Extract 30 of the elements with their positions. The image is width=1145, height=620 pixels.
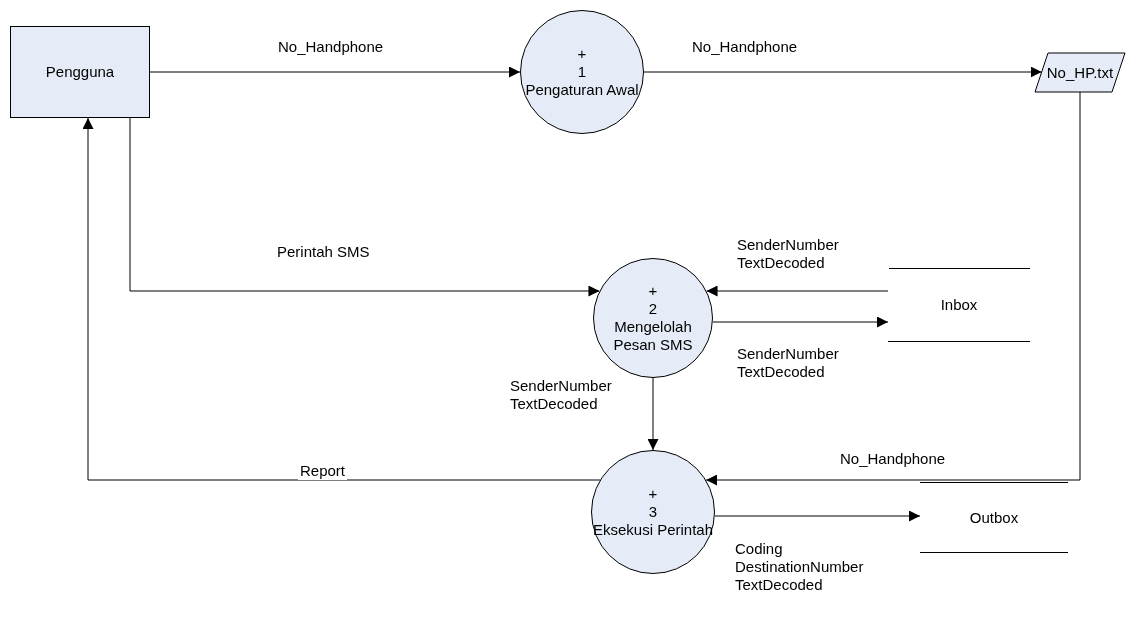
data-store [888,268,1030,342]
edge-label: No_Handphone [690,38,800,56]
node-label: Mengelolah Pesan SMS [612,318,694,354]
node-label: + [648,282,658,300]
node-label: 1 [577,63,587,81]
arrow [706,285,889,297]
arrow [705,91,1081,486]
arrow [82,117,601,481]
node-label: Pengguna [45,63,115,81]
edge-label: SenderNumber TextDecoded [735,236,889,272]
arrow [129,117,600,297]
edge-label: No_Handphone [838,450,948,468]
edge-label: No_Handphone [276,38,386,56]
arrow [714,510,921,522]
node-label: Eksekusi Perintah [592,521,714,539]
node-label: Outbox [969,508,1019,527]
arrow [643,66,1043,78]
data-store [920,482,1068,553]
arrow [647,377,659,451]
node-label: + [648,485,658,503]
node-label: 3 [648,503,658,521]
data-file-parallelogram [1035,53,1125,92]
arrow [712,316,889,328]
external-entity-box [10,26,150,118]
node-label: + [577,45,587,63]
node-label: No_HP.txt [1046,63,1114,82]
node-label: Inbox [940,296,978,314]
node-label: Pengaturan Awal [525,81,639,99]
node-label: 2 [648,300,658,318]
arrow [149,66,521,78]
